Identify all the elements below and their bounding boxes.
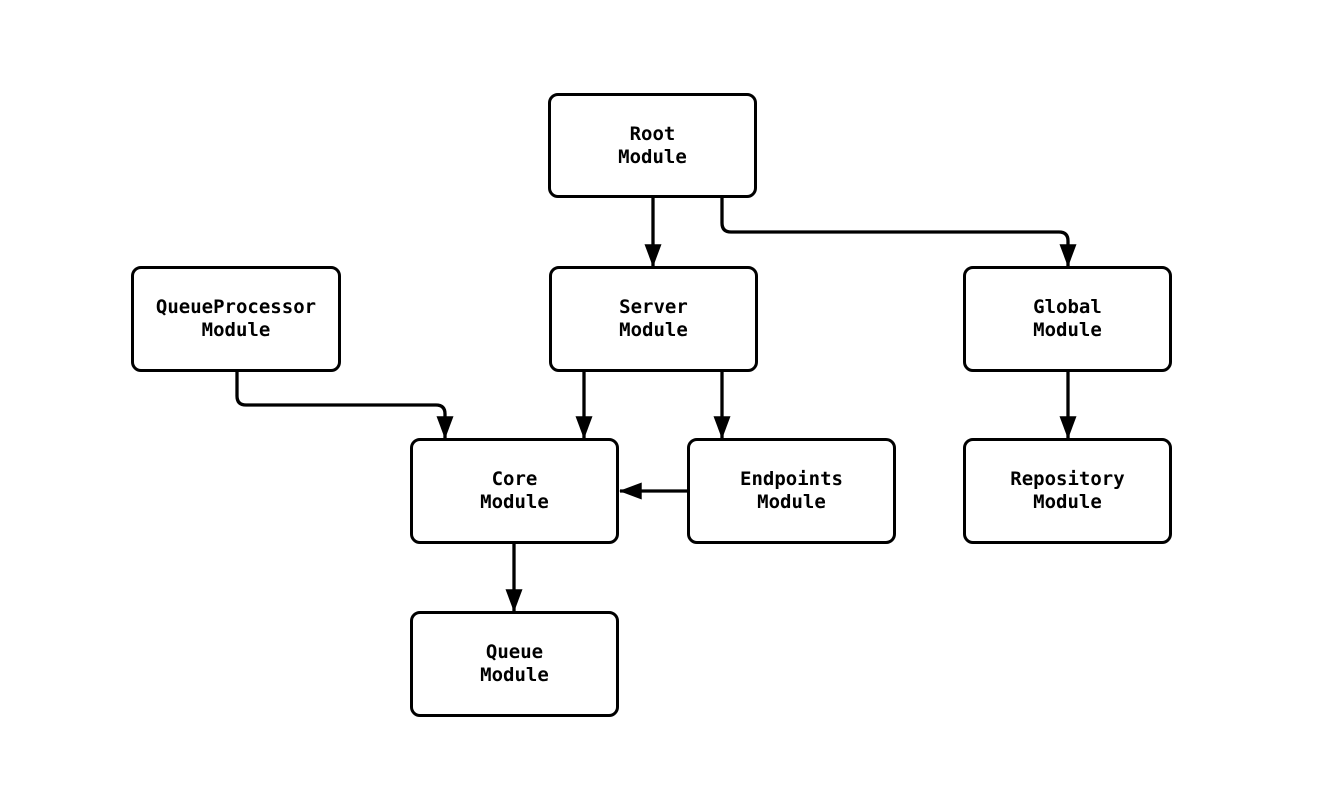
node-endpoints-module-label: Endpoints Module [740,468,843,513]
node-queueprocessor-module-label: QueueProcessor Module [155,296,317,341]
node-repository-module-label: Repository Module [1010,468,1125,513]
node-queue-module: Queue Module [410,611,619,717]
node-queueprocessor-module: QueueProcessor Module [131,266,341,372]
node-root-module-label: Root Module [618,122,687,168]
node-core-module: Core Module [410,438,619,544]
node-endpoints-module: Endpoints Module [687,438,896,544]
node-global-module-label: Global Module [1033,296,1102,341]
node-server-module-label: Server Module [619,296,688,341]
node-server-module: Server Module [549,266,758,372]
node-global-module: Global Module [963,266,1172,372]
node-queue-module-label: Queue Module [480,641,549,686]
edge-queueprocessor-to-core [235,372,454,439]
edge-root-to-global [720,198,1077,267]
node-repository-module: Repository Module [963,438,1172,544]
node-core-module-label: Core Module [480,468,549,513]
node-root-module: Root Module [548,93,757,198]
